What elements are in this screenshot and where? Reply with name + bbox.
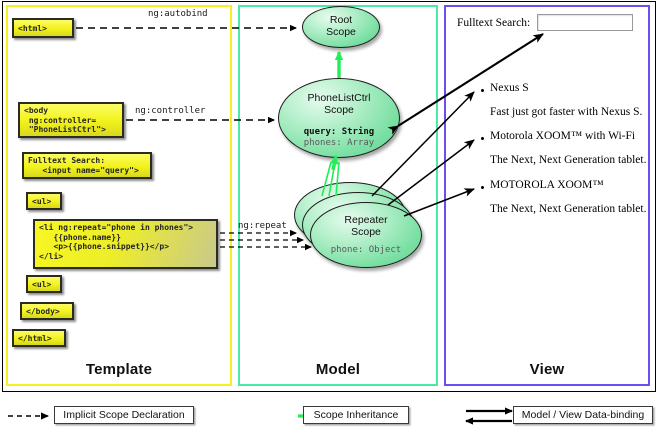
list-bullet xyxy=(481,137,484,140)
root-scope-title-1: Root xyxy=(329,14,353,26)
list-bullet xyxy=(481,89,484,92)
view-item-name: Nexus S xyxy=(490,82,529,94)
phonelistctrl-scope-title-2: Scope xyxy=(324,104,354,116)
fulltext-search-input[interactable] xyxy=(537,14,633,31)
column-label-template: Template xyxy=(85,361,153,378)
list-bullet xyxy=(481,186,484,189)
legend: Implicit Scope Declaration Scope Inherit… xyxy=(0,396,660,435)
root-scope-title-2: Scope xyxy=(326,26,356,38)
phonelistctrl-scope: PhoneListCtrl Scope query: String phones… xyxy=(278,78,400,158)
edge-label-autobind: ng:autobind xyxy=(148,9,208,19)
body-controller-box: <body ng:controller= "PhoneListCtrl"> xyxy=(18,102,124,138)
view-search-label: Fulltext Search: xyxy=(457,17,531,29)
repeater-scope-title-1: Repeater xyxy=(344,214,388,226)
view-item-snippet: The Next, Next Generation tablet. xyxy=(490,154,647,166)
column-view: View xyxy=(444,5,650,386)
edge-label-repeat: ng:repeat xyxy=(238,221,287,231)
phonelistctrl-scope-field-phones: phones: Array xyxy=(303,137,375,148)
ul-close-box: <ul> xyxy=(26,275,62,293)
fulltext-search-box: Fulltext Search: <input name="query"> xyxy=(22,152,152,179)
html-open-box: <html> xyxy=(12,18,74,38)
repeater-scope: Repeater Scope phone: Object xyxy=(310,202,422,268)
view-item-name: MOTOROLA XOOM™ xyxy=(490,179,604,191)
li-repeat-box: <li ng:repeat="phone in phones"> {{phone… xyxy=(33,219,218,269)
root-scope: Root Scope xyxy=(302,6,380,48)
view-item-snippet: The Next, Next Generation tablet. xyxy=(490,203,647,215)
body-close-box: </body> xyxy=(20,302,74,320)
phonelistctrl-scope-title-1: PhoneListCtrl xyxy=(307,92,371,104)
html-close-box: </html> xyxy=(12,329,66,347)
view-item-snippet: Fast just got faster with Nexus S. xyxy=(490,106,643,118)
legend-label-model-view-data-binding: Model / View Data-binding xyxy=(513,406,653,424)
repeater-scope-title-2: Scope xyxy=(351,226,381,238)
column-label-view: View xyxy=(529,361,565,378)
edge-label-controller: ng:controller xyxy=(135,106,206,116)
legend-label-implicit-scope-declaration: Implicit Scope Declaration xyxy=(54,406,194,424)
repeater-scope-field-phone: phone: Object xyxy=(330,245,402,255)
view-item-name: Motorola XOOM™ with Wi-Fi xyxy=(490,130,636,142)
phonelistctrl-scope-field-query: query: String xyxy=(303,127,375,137)
ul-open-box: <ul> xyxy=(26,192,62,210)
legend-label-scope-inheritance: Scope Inheritance xyxy=(303,406,409,424)
column-label-model: Model xyxy=(315,361,361,378)
